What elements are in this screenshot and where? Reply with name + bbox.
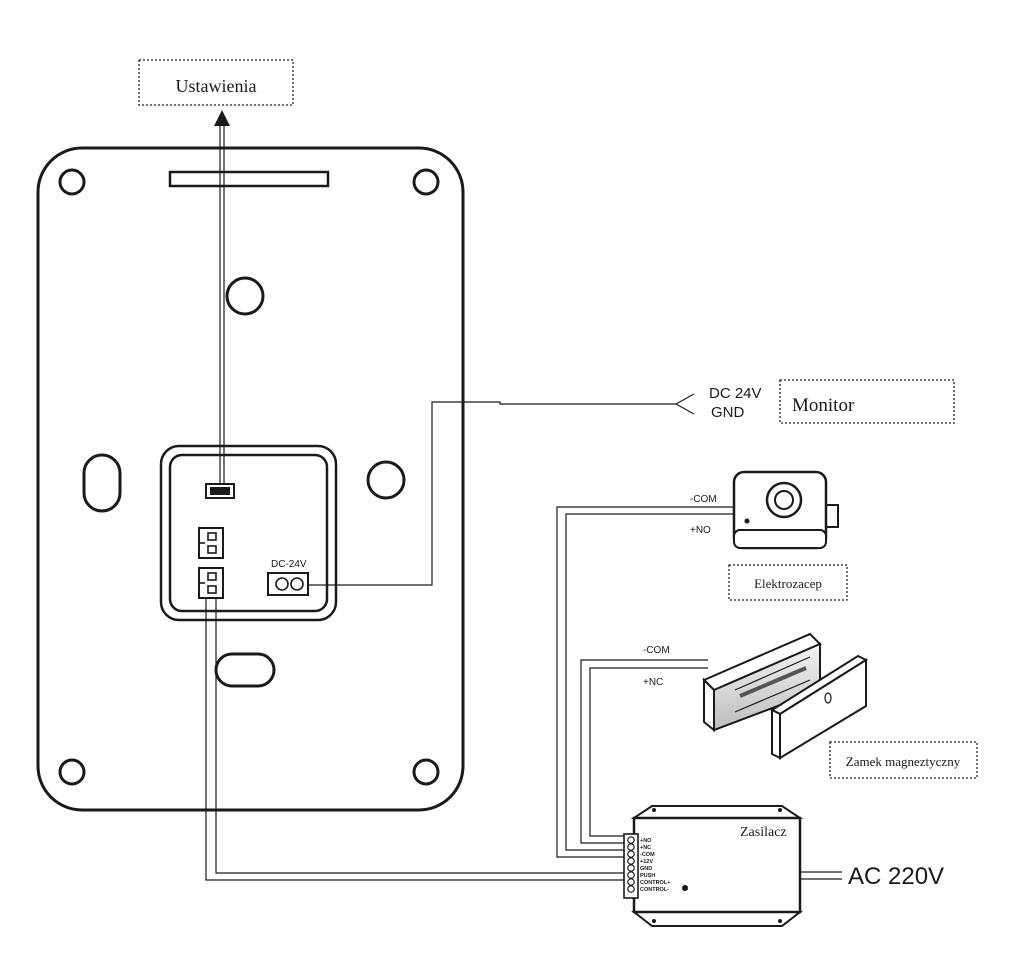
terminal-label: +12V <box>640 859 653 865</box>
mount-hole <box>366 460 406 500</box>
electric-strike-label-box <box>728 564 848 601</box>
mag-com-label: -COM <box>643 645 670 656</box>
magnetic-lock-label: Zamek magneztyczny <box>846 754 961 769</box>
connector-port <box>198 527 224 559</box>
top-slot <box>168 170 330 188</box>
terminal-label: PUSH <box>640 873 655 879</box>
connector-port <box>198 567 224 599</box>
door-station-panel: DC-24V <box>36 146 465 812</box>
screw-hole <box>412 168 440 196</box>
magnetic-lock-label-box <box>829 741 978 779</box>
screw-hole <box>58 168 86 196</box>
magnetic-lock-device <box>702 632 869 760</box>
screw-hole <box>58 758 86 786</box>
arrow-up-icon <box>214 110 230 126</box>
mount-slot <box>82 453 122 513</box>
mount-hole <box>225 276 265 316</box>
dc-port-label: DC-24V <box>271 559 307 570</box>
terminal-label: -COM <box>640 852 655 858</box>
mount-slot <box>214 652 276 688</box>
electric-strike-label: Elektrozacep <box>754 576 822 591</box>
settings-label-box <box>138 59 294 106</box>
wires <box>205 122 842 881</box>
electric-strike-device <box>732 470 839 550</box>
dc24v-label: DC 24V <box>709 385 762 402</box>
monitor-label-box <box>779 379 955 424</box>
terminal-label: CONTROL+ <box>640 880 670 886</box>
terminal-labels: +NO +NC -COM +12V GND PUSH CONTROL+ CONT… <box>640 838 670 893</box>
terminal-label: +NC <box>640 845 651 851</box>
terminal-label: GND <box>640 866 652 872</box>
terminal-label: +NO <box>640 838 652 844</box>
screw-hole <box>412 758 440 786</box>
strike-no-label: +NO <box>690 525 711 536</box>
ac-input-label: AC 220V <box>848 863 944 890</box>
gnd-label: GND <box>711 404 745 421</box>
settings-label: Ustawienia <box>176 76 257 96</box>
monitor-label: Monitor <box>792 395 855 416</box>
terminal-label: CONTROL- <box>640 887 669 893</box>
power-supply-label: Zasilacz <box>740 825 787 840</box>
strike-com-label: -COM <box>690 494 717 505</box>
power-supply-unit <box>623 805 804 927</box>
mag-nc-label: +NC <box>643 677 663 688</box>
